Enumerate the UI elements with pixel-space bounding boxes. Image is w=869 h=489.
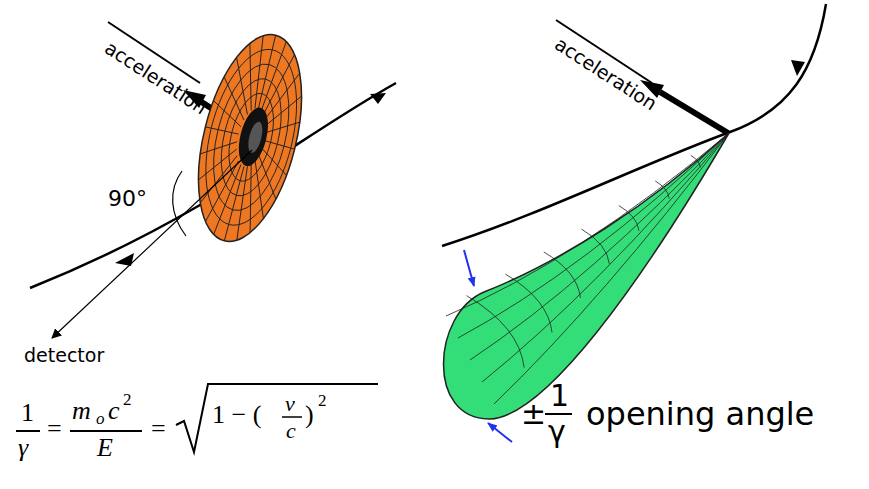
angle-label: 90°	[108, 188, 147, 210]
formula-part: 1 − (	[212, 402, 261, 428]
synchrotron-lobe	[444, 133, 730, 419]
formula-part: 2	[123, 391, 132, 408]
formula-part: =	[47, 416, 62, 442]
trajectory-arrow	[370, 93, 386, 104]
dipole-pattern	[180, 24, 321, 252]
formula-part: v	[285, 393, 295, 415]
axis-label: detector	[24, 346, 104, 365]
formula-part: E	[97, 435, 113, 461]
caption-text: opening angle	[586, 398, 814, 430]
formula-part: 1	[21, 400, 34, 426]
trajectory-arrow	[791, 60, 805, 76]
formula-part: o	[96, 410, 105, 427]
formula-part: )	[305, 402, 314, 428]
blue-arrow	[464, 250, 474, 286]
axis-label: acceleration	[552, 34, 661, 114]
formula-part: c	[286, 420, 296, 442]
formula-strokes	[16, 384, 378, 452]
formula-part: γ	[548, 417, 566, 447]
detector-line	[52, 150, 252, 338]
formula-part: γ	[18, 435, 28, 461]
formula-part: =	[151, 416, 166, 442]
fraction-bar	[545, 413, 572, 415]
acceleration-vector	[660, 92, 728, 133]
angle-arc	[173, 171, 186, 236]
formula-part: 2	[318, 392, 327, 409]
formula-part: m	[72, 398, 91, 424]
formula-part: ±	[521, 399, 546, 429]
formula-part: 1	[550, 381, 569, 411]
blue-arrow	[488, 423, 512, 442]
formula-part: c	[108, 398, 120, 424]
